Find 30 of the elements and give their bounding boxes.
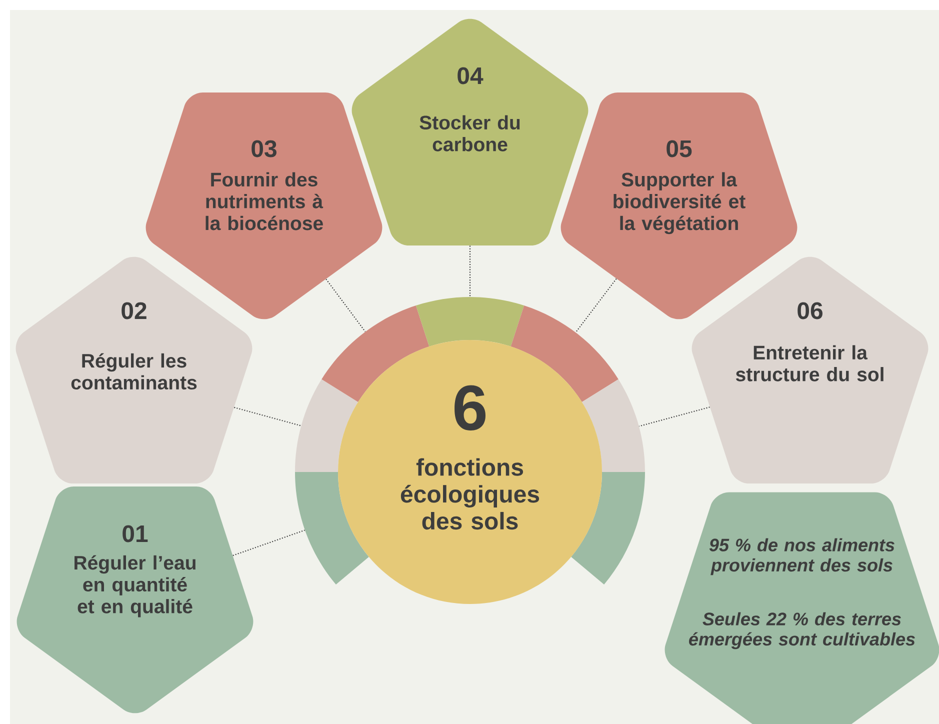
number-label: 02: [122, 302, 146, 320]
pentagon-card: [692, 256, 928, 484]
dotted-connector: [638, 406, 710, 427]
pentagon-card: [16, 486, 254, 714]
number-label: 03: [252, 140, 276, 158]
dotted-connector: [232, 530, 305, 556]
description-text: Supporter la biodiversité et la végétation: [614, 172, 746, 234]
dotted-connector: [469, 246, 471, 297]
center-circle: [295, 297, 645, 604]
pentagon-card: [146, 92, 382, 320]
pentagon-card: [560, 92, 798, 320]
dotted-connector: [326, 278, 366, 332]
pentagon-card: [664, 492, 939, 724]
number-label: 04: [458, 67, 484, 84]
dotted-connector: [575, 278, 617, 333]
description-text: Entretenir la structure du sol: [736, 345, 884, 382]
fact-text: 95 % de nos aliments proviennent des sols: [709, 538, 894, 576]
fact-text: Seules 22 % des terres émergées sont cultivables: [689, 612, 915, 650]
dotted-connector: [234, 406, 302, 426]
number-label: 01: [122, 525, 148, 542]
description-text: Réguler les contaminants: [71, 353, 197, 390]
description-text: Fournir des nutriments à la biocénose: [206, 172, 324, 230]
description-text: Stocker du carbone: [420, 115, 520, 152]
pentagon-card: [16, 256, 252, 484]
description-text: Réguler l’eau en quantité et en qualité: [74, 555, 196, 618]
number-label: 6: [454, 385, 486, 431]
number-label: 06: [798, 302, 822, 320]
center-text: fonctions écologiques des sols: [400, 458, 540, 530]
pentagon-card: [352, 18, 588, 246]
number-label: 05: [666, 140, 692, 158]
